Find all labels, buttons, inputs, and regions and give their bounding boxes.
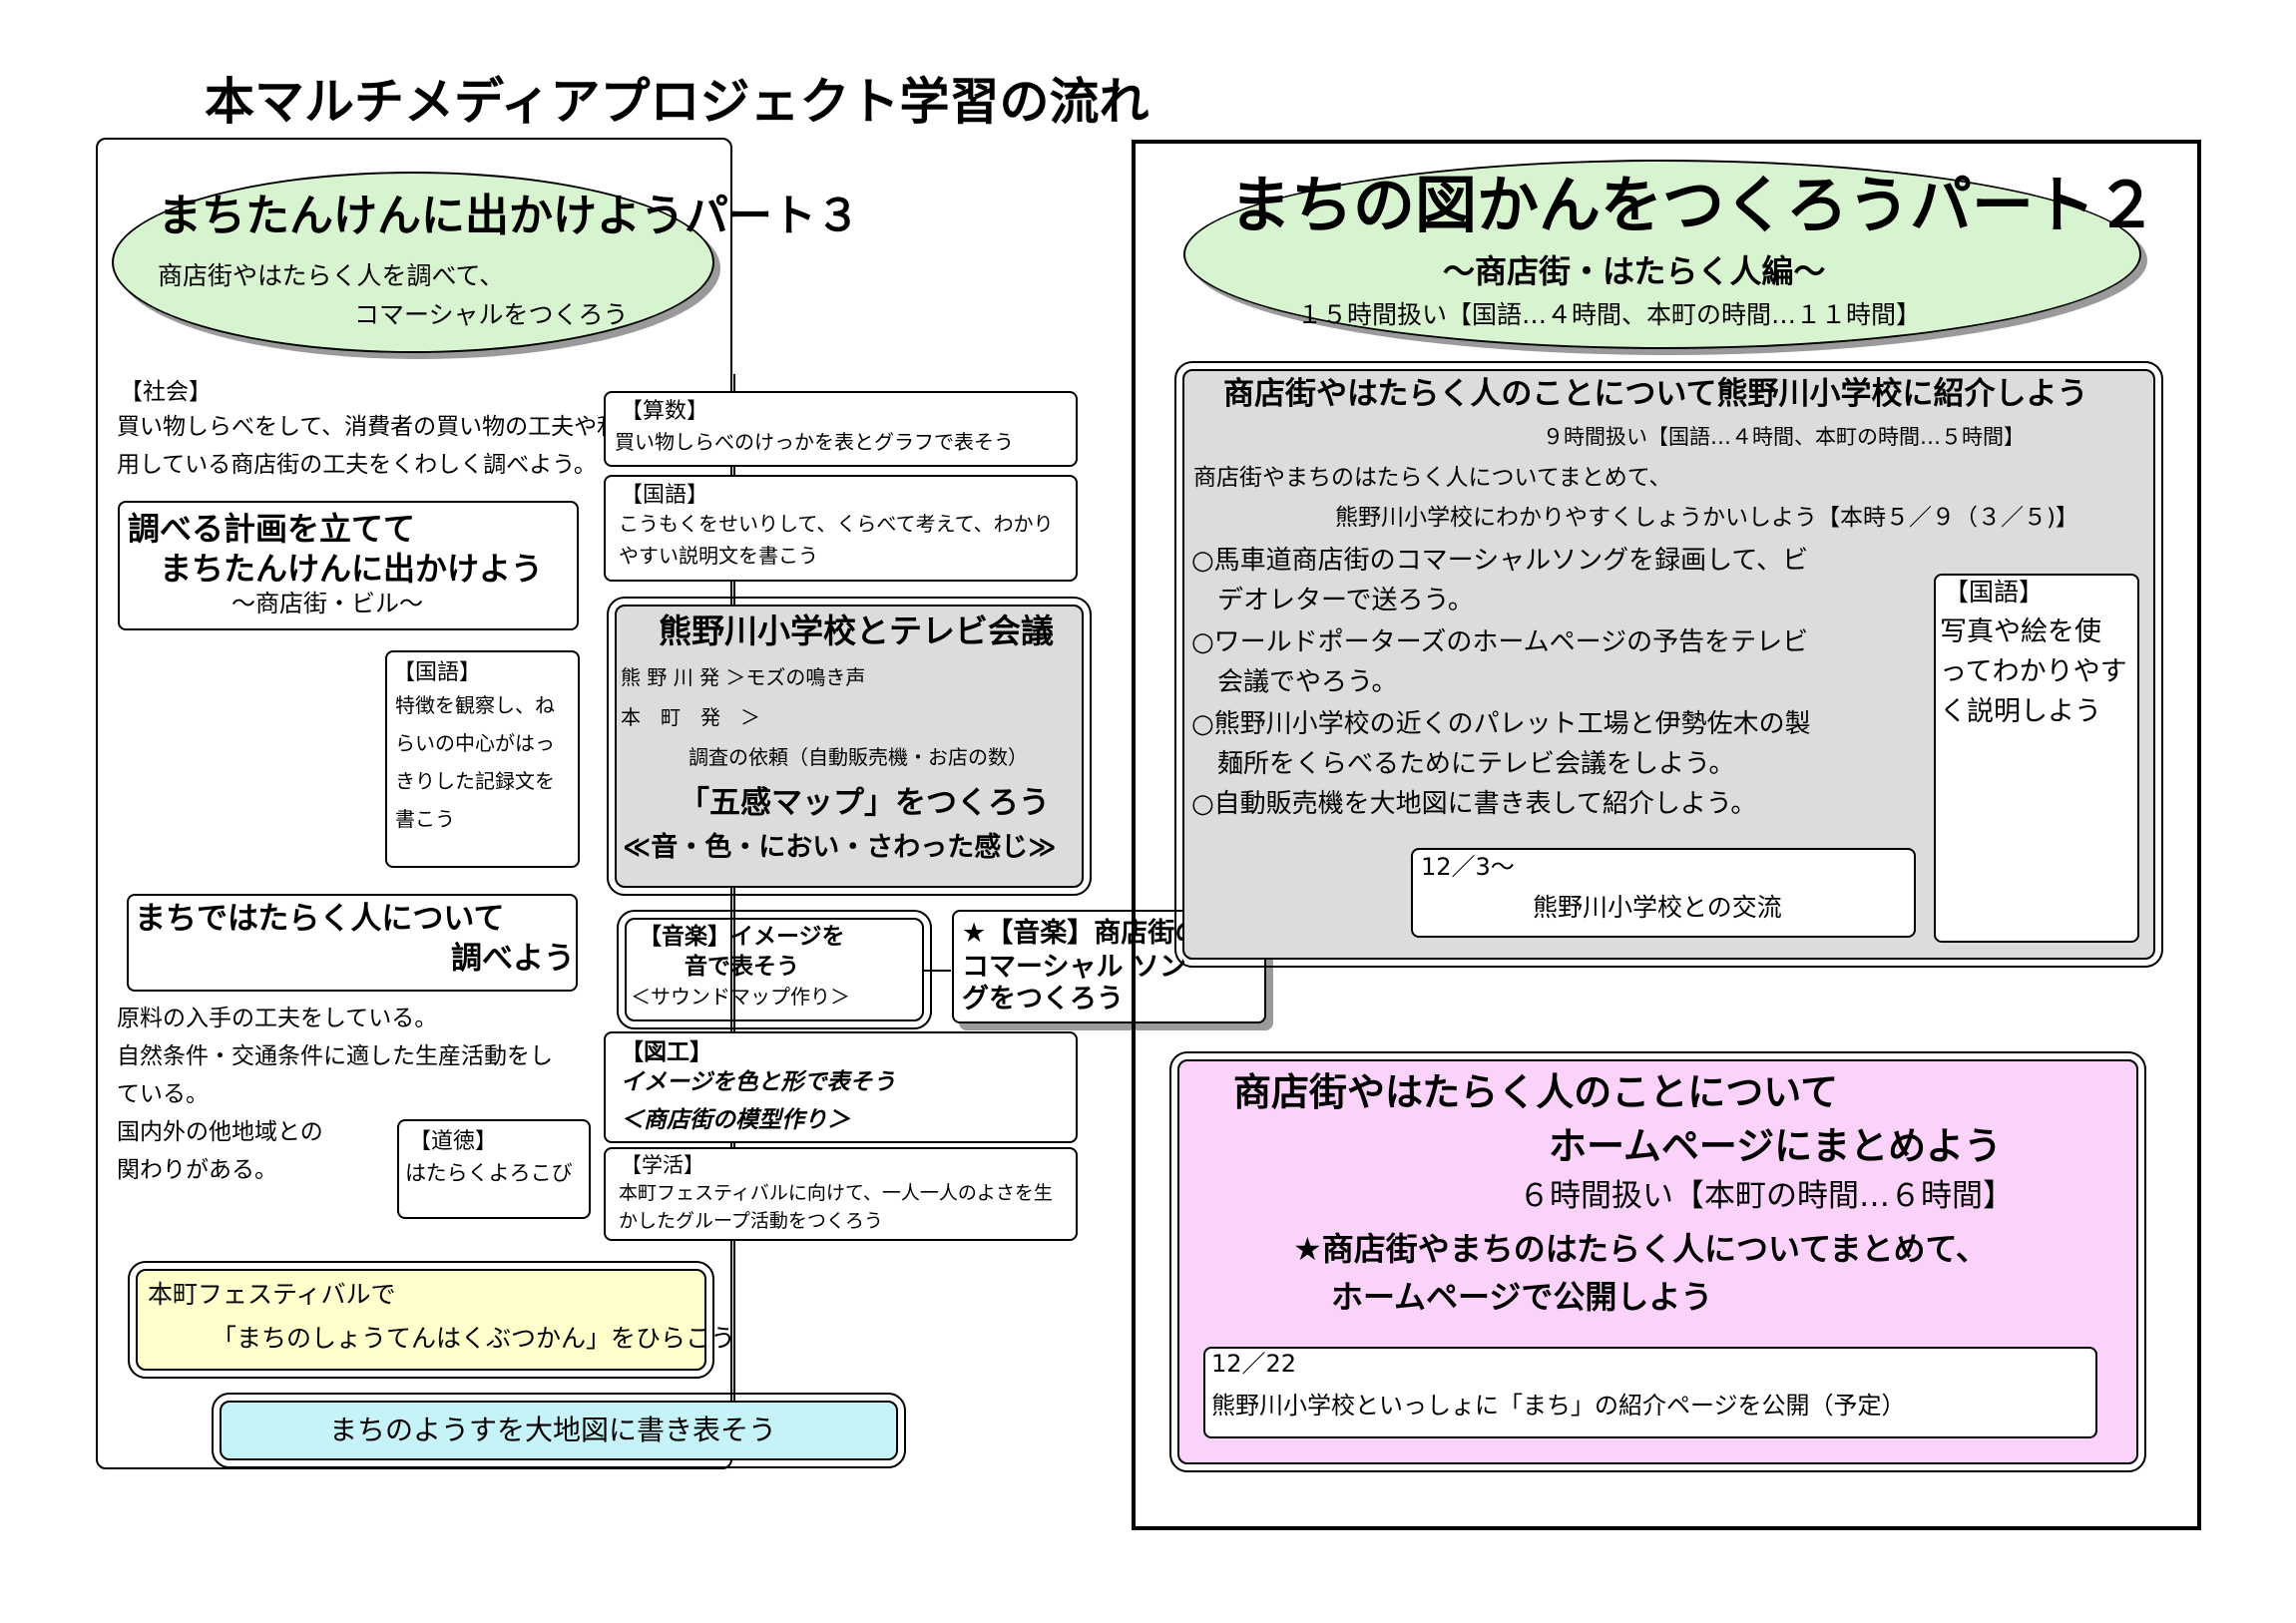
ongaku-sound-box bbox=[617, 910, 932, 1029]
exchange-box bbox=[1411, 848, 1916, 938]
work-line2: 調べよう bbox=[451, 941, 575, 977]
mid-kokugo-line2: やすい説明文を書こう bbox=[619, 544, 818, 568]
zuko-tag: 【図工】 bbox=[621, 1039, 712, 1065]
ongaku-sound-line1: 【音楽】イメージを bbox=[639, 924, 845, 950]
left-kokugo-line: きりした記録文を bbox=[395, 769, 555, 793]
zuko-line2: ＜商店街の模型作り＞ bbox=[621, 1107, 850, 1133]
tv-line4: 「五感マップ」をつくろう bbox=[679, 785, 1050, 821]
homepage-line1: 商店街やはたらく人のことについて bbox=[1233, 1070, 1839, 1114]
zuko-line1: イメージを色と形で表そう bbox=[621, 1069, 896, 1095]
fact-line: 関わりがある。 bbox=[117, 1157, 277, 1183]
tv-line3: 調査の依頼（自動販売機・お店の数） bbox=[689, 745, 1028, 769]
intro-item: ○熊野川小学校の近くのパレット工場と伊勢佐木の製 bbox=[1191, 709, 1811, 739]
tv-title: 熊野川小学校とテレビ会議 bbox=[659, 611, 1054, 650]
right-kokugo-tag: 【国語】 bbox=[1944, 578, 2045, 607]
festival-line2: 「まちのしょうてんはくぶつかん」をひらこう bbox=[212, 1324, 736, 1353]
sansu-box bbox=[604, 391, 1078, 467]
bigmap-text: まちのようすを大地図に書き表そう bbox=[329, 1414, 777, 1446]
work-box bbox=[127, 894, 578, 992]
ongaku-cm-line1: ★【音楽】商店街の bbox=[962, 918, 1202, 949]
left-oval-line1: 商店街やはたらく人を調べて、 bbox=[158, 261, 505, 290]
left-oval bbox=[112, 172, 714, 353]
intro-item: 麺所をくらべるためにテレビ会議をしよう。 bbox=[1191, 749, 1735, 779]
tv-line1: 熊 野 川 発 ＞モズの鳴き声 bbox=[621, 665, 866, 689]
left-kokugo-line: 書こう bbox=[395, 807, 455, 831]
ongaku-cm-line2: コマーシャル ソン bbox=[962, 952, 1186, 983]
tv-line5: ≪音・色・におい・さわった感じ≫ bbox=[623, 832, 1057, 863]
homepage-star1: ★商店街やまちのはたらく人についてまとめて、 bbox=[1293, 1230, 1988, 1268]
gakkatsu-line2: かしたグループ活動をつくろう bbox=[619, 1210, 883, 1232]
right-kokugo-line: 写真や絵を使 bbox=[1940, 616, 2101, 647]
intro-item: デオレターで送ろう。 bbox=[1191, 586, 1474, 615]
publish-box bbox=[1203, 1347, 2097, 1438]
doutoku-tag: 【道徳】 bbox=[409, 1129, 498, 1154]
plan-box bbox=[118, 501, 579, 630]
right-kokugo-line: く説明しよう bbox=[1940, 696, 2101, 727]
right-panel bbox=[1132, 140, 2201, 1530]
plan-line2: まちたんけんに出かけよう bbox=[160, 550, 544, 588]
homepage-hours: ６時間扱い【本町の時間…６時間】 bbox=[1519, 1178, 2014, 1214]
left-kokugo-line: 特徴を観察し、ね bbox=[395, 693, 555, 717]
right-oval-subtitle: ～商店街・はたらく人編～ bbox=[1443, 252, 1826, 290]
connector-line bbox=[733, 374, 735, 1407]
intro-item: ○ワールドポーターズのホームページの予告をテレビ bbox=[1191, 627, 1809, 657]
mid-kokugo-box bbox=[604, 475, 1078, 582]
exchange-date: 12／3～ bbox=[1421, 853, 1515, 881]
tv-line2: 本 町 発 ＞ bbox=[621, 705, 760, 729]
right-oval bbox=[1183, 160, 2141, 349]
right-oval-title: まちの図かんをつくろうパート２ bbox=[1229, 169, 2158, 241]
tv-box bbox=[607, 597, 1092, 896]
left-oval-line2: コマーシャルをつくろう bbox=[354, 300, 629, 329]
shakai-line1: 買い物しらべをして、消費者の買い物の工夫や利 bbox=[117, 414, 621, 440]
publish-date: 12／22 bbox=[1211, 1350, 1297, 1378]
left-kokugo-line: らいの中心がはっ bbox=[395, 731, 555, 755]
gakkatsu-tag: 【学活】 bbox=[621, 1153, 704, 1177]
right-kokugo-box bbox=[1934, 574, 2139, 943]
fact-line: 国内外の他地域との bbox=[117, 1119, 323, 1145]
homepage-star2: ホームページで公開しよう bbox=[1331, 1278, 1713, 1316]
right-oval-hours: １５時間扱い【国語…４時間、本町の時間…１１時間】 bbox=[1297, 300, 1922, 329]
connector-line bbox=[923, 970, 951, 972]
homepage-line2: ホームページにまとめよう bbox=[1549, 1124, 2003, 1168]
gakkatsu-box bbox=[604, 1147, 1078, 1241]
ongaku-sound-line3: ＜サウンドマップ作り＞ bbox=[631, 985, 850, 1009]
shakai-tag: 【社会】 bbox=[120, 379, 212, 405]
intro-line2: 熊野川小学校にわかりやすくしょうかいしよう【本時５／９（３／５)】 bbox=[1335, 505, 2078, 531]
work-line1: まちではたらく人について bbox=[135, 901, 505, 937]
ongaku-cm-line3: グをつくろう bbox=[962, 984, 1124, 1014]
publish-text: 熊野川小学校といっしょに「まち」の紹介ページを公開（予定） bbox=[1211, 1392, 1906, 1420]
left-kokugo-box bbox=[385, 650, 580, 868]
exchange-text: 熊野川小学校との交流 bbox=[1533, 893, 1782, 922]
zuko-box bbox=[604, 1031, 1078, 1143]
bigmap-box bbox=[212, 1393, 906, 1468]
festival-box bbox=[128, 1261, 714, 1379]
sansu-text: 買い物しらべのけっかを表とグラフで表そう bbox=[615, 430, 1014, 454]
plan-line3: ～商店街・ビル～ bbox=[231, 590, 423, 617]
fact-line: ている。 bbox=[117, 1081, 209, 1107]
sansu-tag: 【算数】 bbox=[621, 399, 709, 424]
doutoku-box bbox=[397, 1119, 591, 1219]
intro-line1: 商店街やまちのはたらく人についてまとめて、 bbox=[1193, 465, 1672, 491]
festival-line1: 本町フェスティバルで bbox=[148, 1280, 396, 1309]
ongaku-sound-line2: 音で表そう bbox=[685, 954, 799, 980]
intro-hours: ９時間扱い【国語…４時間、本町の時間…５時間】 bbox=[1543, 425, 2025, 449]
plan-line1: 調べる計画を立てて bbox=[128, 510, 416, 548]
gakkatsu-line1: 本町フェスティバルに向けて、一人一人のよさを生 bbox=[619, 1182, 1053, 1204]
shakai-line2: 用している商店街の工夫をくわしく調べよう。 bbox=[117, 452, 597, 478]
mid-kokugo-line1: こうもくをせいりして、くらべて考えて、わかり bbox=[619, 512, 1054, 536]
right-kokugo-line: ってわかりやす bbox=[1940, 656, 2127, 687]
intro-item: ○自動販売機を大地図に書き表して紹介しよう。 bbox=[1191, 789, 1757, 819]
mid-kokugo-tag: 【国語】 bbox=[621, 483, 709, 508]
fact-line: 原料の入手の工夫をしている。 bbox=[117, 1006, 438, 1031]
left-oval-title: まちたんけんに出かけようパート３ bbox=[158, 191, 860, 241]
intro-item: ○馬車道商店街のコマーシャルソングを録画して、ビ bbox=[1191, 546, 1809, 576]
intro-title: 商店街やはたらく人のことについて熊野川小学校に紹介しよう bbox=[1223, 376, 2088, 412]
fact-line: 自然条件・交通条件に適した生産活動をし bbox=[117, 1043, 553, 1069]
page-title: 本マルチメディアプロジェクト学習の流れ bbox=[205, 73, 1149, 131]
intro-item: 会議でやろう。 bbox=[1191, 667, 1398, 697]
left-kokugo-tag: 【国語】 bbox=[393, 660, 482, 685]
doutoku-text: はたらくよろこび bbox=[405, 1161, 573, 1185]
